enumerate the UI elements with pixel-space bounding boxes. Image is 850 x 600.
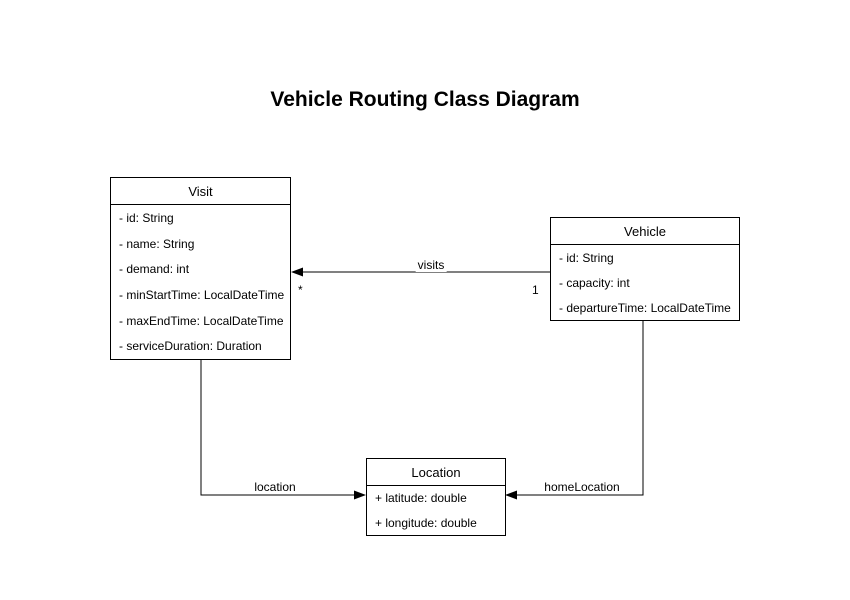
class-vehicle-field: - id: String	[559, 250, 614, 265]
class-location[interactable]: Location + latitude: double + longitude:…	[366, 458, 506, 536]
edge-visits[interactable]	[291, 267, 550, 277]
edge-visits-target-multiplicity: *	[298, 283, 303, 297]
class-visit-field: - id: String	[119, 210, 174, 225]
class-visit-field: - serviceDuration: Duration	[119, 339, 262, 354]
edge-location[interactable]	[200, 360, 366, 500]
class-vehicle-name: Vehicle	[551, 218, 739, 245]
class-visit-field: - maxEndTime: LocalDateTime	[119, 313, 284, 328]
class-location-field: + longitude: double	[375, 515, 477, 530]
class-location-field: + latitude: double	[375, 491, 467, 506]
edge-home-location[interactable]	[505, 321, 644, 500]
class-vehicle-field: - capacity: int	[559, 275, 630, 290]
edge-location-label: location	[252, 480, 298, 494]
class-location-name: Location	[367, 459, 505, 486]
class-visit[interactable]: Visit - id: String - name: String - dema…	[110, 177, 291, 360]
class-visit-name: Visit	[111, 178, 290, 205]
edge-home-location-label: homeLocation	[542, 480, 622, 494]
edge-visits-source-multiplicity: 1	[532, 283, 539, 297]
edge-visits-label: visits	[415, 258, 447, 272]
class-vehicle[interactable]: Vehicle - id: String - capacity: int - d…	[550, 217, 740, 321]
class-visit-field: - name: String	[119, 236, 195, 251]
diagram-title: Vehicle Routing Class Diagram	[270, 88, 580, 111]
class-visit-field: - minStartTime: LocalDateTime	[119, 287, 285, 302]
class-visit-field: - demand: int	[119, 262, 190, 277]
class-vehicle-field: - departureTime: LocalDateTime	[559, 300, 731, 315]
